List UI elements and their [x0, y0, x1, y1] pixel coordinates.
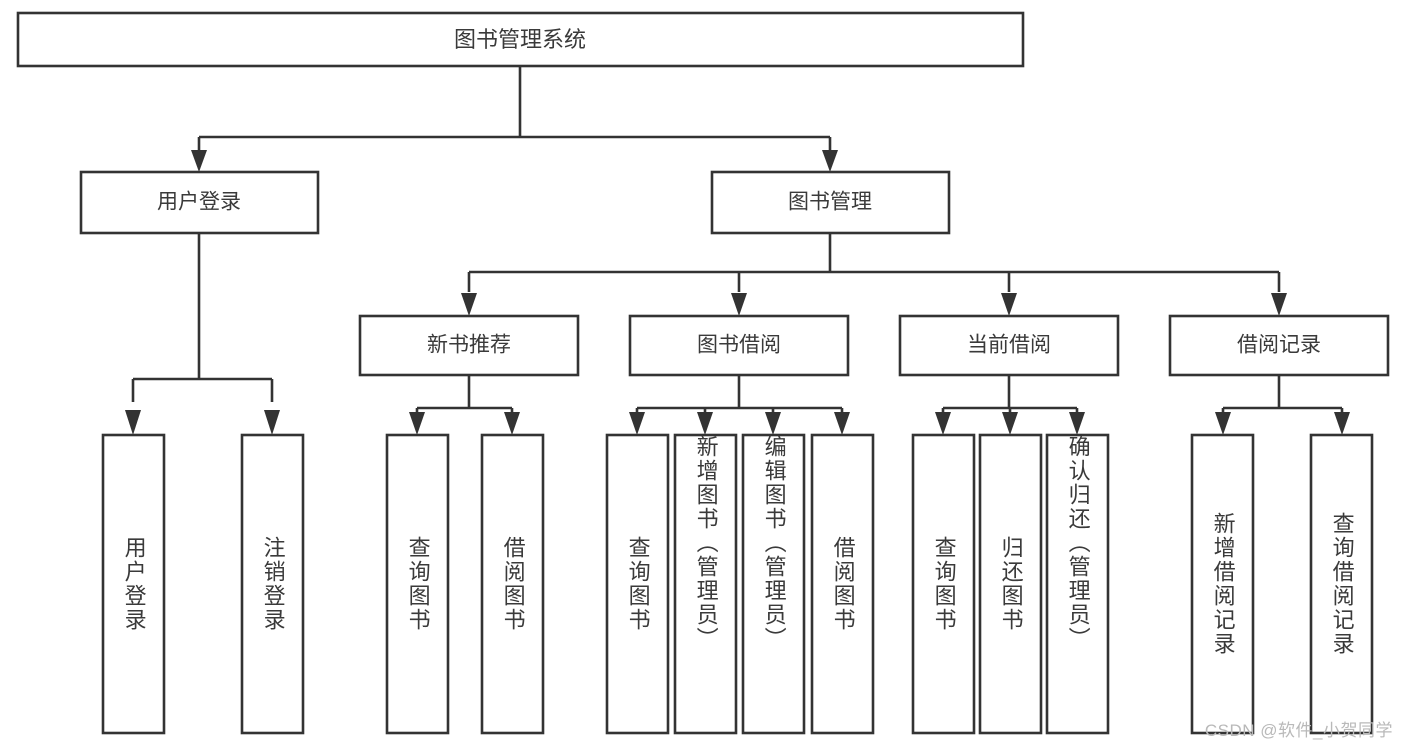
- leaf-box-10[interactable]: [978, 433, 1043, 735]
- node-new-book-recommend-label: 新书推荐: [427, 334, 511, 357]
- node-book-borrow[interactable]: 图书借阅: [628, 314, 850, 377]
- arrow-head-borrow-record: [1271, 293, 1287, 316]
- csdn-watermark: CSDN @软件_小贺同学: [1204, 721, 1393, 740]
- arrow-head-leaf-2: [264, 410, 280, 435]
- leaf-box-12[interactable]: [1190, 433, 1255, 735]
- arrow-head-leaf-9: [935, 412, 951, 435]
- arrow-head-leaf-11: [1069, 412, 1085, 435]
- arrow-head-leaf-8: [834, 412, 850, 435]
- arrow-head-leaf-1: [125, 410, 141, 435]
- arrow-head-current-borrow: [1001, 293, 1017, 316]
- arrow-head-book-manage: [822, 150, 838, 172]
- arrow-head-leaf-13: [1334, 412, 1350, 435]
- arrow-head-leaf-6: [697, 412, 713, 435]
- arrow-head-leaf-3: [409, 412, 425, 435]
- arrow-head-user-login: [191, 150, 207, 172]
- node-new-book-recommend[interactable]: 新书推荐: [358, 314, 580, 377]
- node-book-borrow-box[interactable]: [628, 314, 850, 377]
- arrow-head-leaf-12: [1215, 412, 1231, 435]
- arrow-head-leaf-10: [1002, 412, 1018, 435]
- leaf-box-8[interactable]: [810, 433, 875, 735]
- leaf-box-3[interactable]: [385, 433, 450, 735]
- node-borrow-record-label: 借阅记录: [1237, 334, 1321, 357]
- node-user-login-box[interactable]: [79, 170, 320, 235]
- leaf-box-2[interactable]: [240, 433, 305, 735]
- leaf-box-7[interactable]: [741, 433, 806, 735]
- leaf-box-5[interactable]: [605, 433, 670, 735]
- arrow-head-leaf-7: [765, 412, 781, 435]
- node-root-label: 图书管理系统: [454, 27, 586, 52]
- node-root[interactable]: 图书管理系统: [16, 11, 1025, 68]
- arrow-head-leaf-5: [629, 412, 645, 435]
- node-current-borrow-label: 当前借阅: [967, 334, 1051, 357]
- connector-group: [125, 66, 1350, 435]
- node-book-manage-label: 图书管理: [788, 191, 872, 214]
- arrow-head-new-book: [461, 293, 477, 316]
- node-current-borrow-box[interactable]: [898, 314, 1120, 377]
- leaf-box-4[interactable]: [480, 433, 545, 735]
- node-borrow-record[interactable]: 借阅记录: [1168, 314, 1390, 377]
- leaf-box-13[interactable]: [1309, 433, 1374, 735]
- node-current-borrow[interactable]: 当前借阅: [898, 314, 1120, 377]
- node-book-manage-box[interactable]: [710, 170, 951, 235]
- node-book-borrow-label: 图书借阅: [697, 334, 781, 357]
- arrow-head-book-borrow: [731, 293, 747, 316]
- node-root-box[interactable]: [16, 11, 1025, 68]
- leaf-box-6[interactable]: [673, 433, 738, 735]
- node-borrow-record-box[interactable]: [1168, 314, 1390, 377]
- node-book-manage[interactable]: 图书管理: [710, 170, 951, 235]
- leaf-box-group: [101, 433, 1374, 735]
- leaf-box-1[interactable]: [101, 433, 166, 735]
- node-user-login[interactable]: 用户登录: [79, 170, 320, 235]
- leaf-box-11[interactable]: [1045, 433, 1110, 735]
- node-new-book-recommend-box[interactable]: [358, 314, 580, 377]
- arrow-head-leaf-4: [504, 412, 520, 435]
- node-user-login-label: 用户登录: [157, 191, 241, 214]
- leaf-box-9[interactable]: [911, 433, 976, 735]
